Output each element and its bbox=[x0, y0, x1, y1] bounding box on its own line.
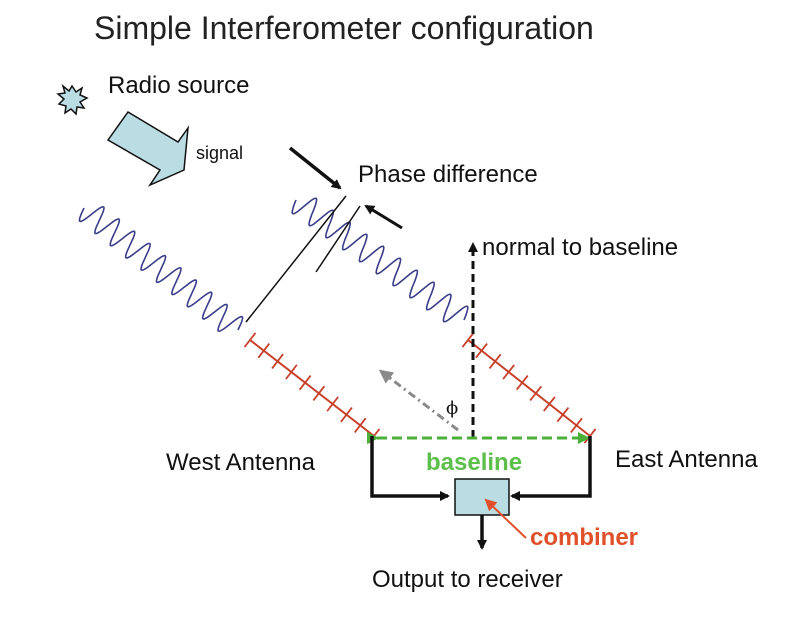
antenna-tick bbox=[243, 332, 257, 348]
antenna-tick bbox=[488, 353, 502, 369]
west-antenna-label: West Antenna bbox=[166, 449, 315, 476]
phase-difference-label: Phase difference bbox=[358, 161, 538, 188]
antenna-tick bbox=[326, 396, 339, 412]
diagram-title: Simple Interferometer configuration bbox=[94, 10, 594, 46]
wavefront-line-west bbox=[245, 195, 347, 323]
wavefront-west bbox=[78, 205, 244, 333]
radio-source-label: Radio source bbox=[108, 72, 250, 99]
west-signal-path bbox=[370, 436, 450, 501]
antenna-tick bbox=[298, 374, 312, 391]
antenna-tick bbox=[502, 364, 515, 380]
antenna-tick bbox=[556, 407, 570, 423]
baseline-label: baseline bbox=[426, 449, 523, 476]
wavefront-line-east bbox=[315, 205, 361, 273]
antenna-tick bbox=[461, 332, 475, 348]
phase-arrow-out bbox=[364, 204, 403, 230]
east-antenna-label: East Antenna bbox=[615, 446, 758, 473]
antenna-tick bbox=[312, 385, 326, 402]
phase-arrow-in bbox=[288, 146, 342, 190]
combiner-label: combiner bbox=[530, 524, 639, 551]
combiner-pointer bbox=[484, 498, 527, 539]
west-antenna bbox=[243, 332, 381, 444]
antenna-tick bbox=[285, 364, 298, 380]
radio-source-icon bbox=[56, 83, 89, 116]
antenna-tick bbox=[367, 428, 381, 444]
antenna-tick bbox=[257, 342, 270, 359]
signal-arrow-icon bbox=[106, 111, 190, 187]
antenna-tick bbox=[271, 353, 284, 370]
normal-to-baseline-label: normal to baseline bbox=[482, 234, 679, 261]
east-antenna bbox=[461, 332, 597, 444]
output-label: Output to receiver bbox=[372, 566, 563, 593]
east-signal-path bbox=[510, 436, 592, 501]
antenna-tick bbox=[515, 375, 529, 391]
wavefront-east bbox=[291, 197, 469, 323]
antenna-tick bbox=[529, 385, 543, 401]
antenna-axis bbox=[249, 339, 375, 437]
antenna-tick bbox=[475, 343, 488, 359]
antenna-tick bbox=[543, 396, 556, 412]
antenna-tick bbox=[354, 417, 367, 434]
antenna-tick bbox=[570, 417, 583, 433]
antenna-tick bbox=[340, 406, 353, 423]
combiner-box bbox=[454, 478, 510, 516]
pointing-arrow bbox=[378, 369, 459, 432]
angle-phi-label: ϕ bbox=[446, 398, 459, 419]
signal-label: signal bbox=[196, 143, 244, 163]
antenna-axis bbox=[467, 339, 591, 437]
